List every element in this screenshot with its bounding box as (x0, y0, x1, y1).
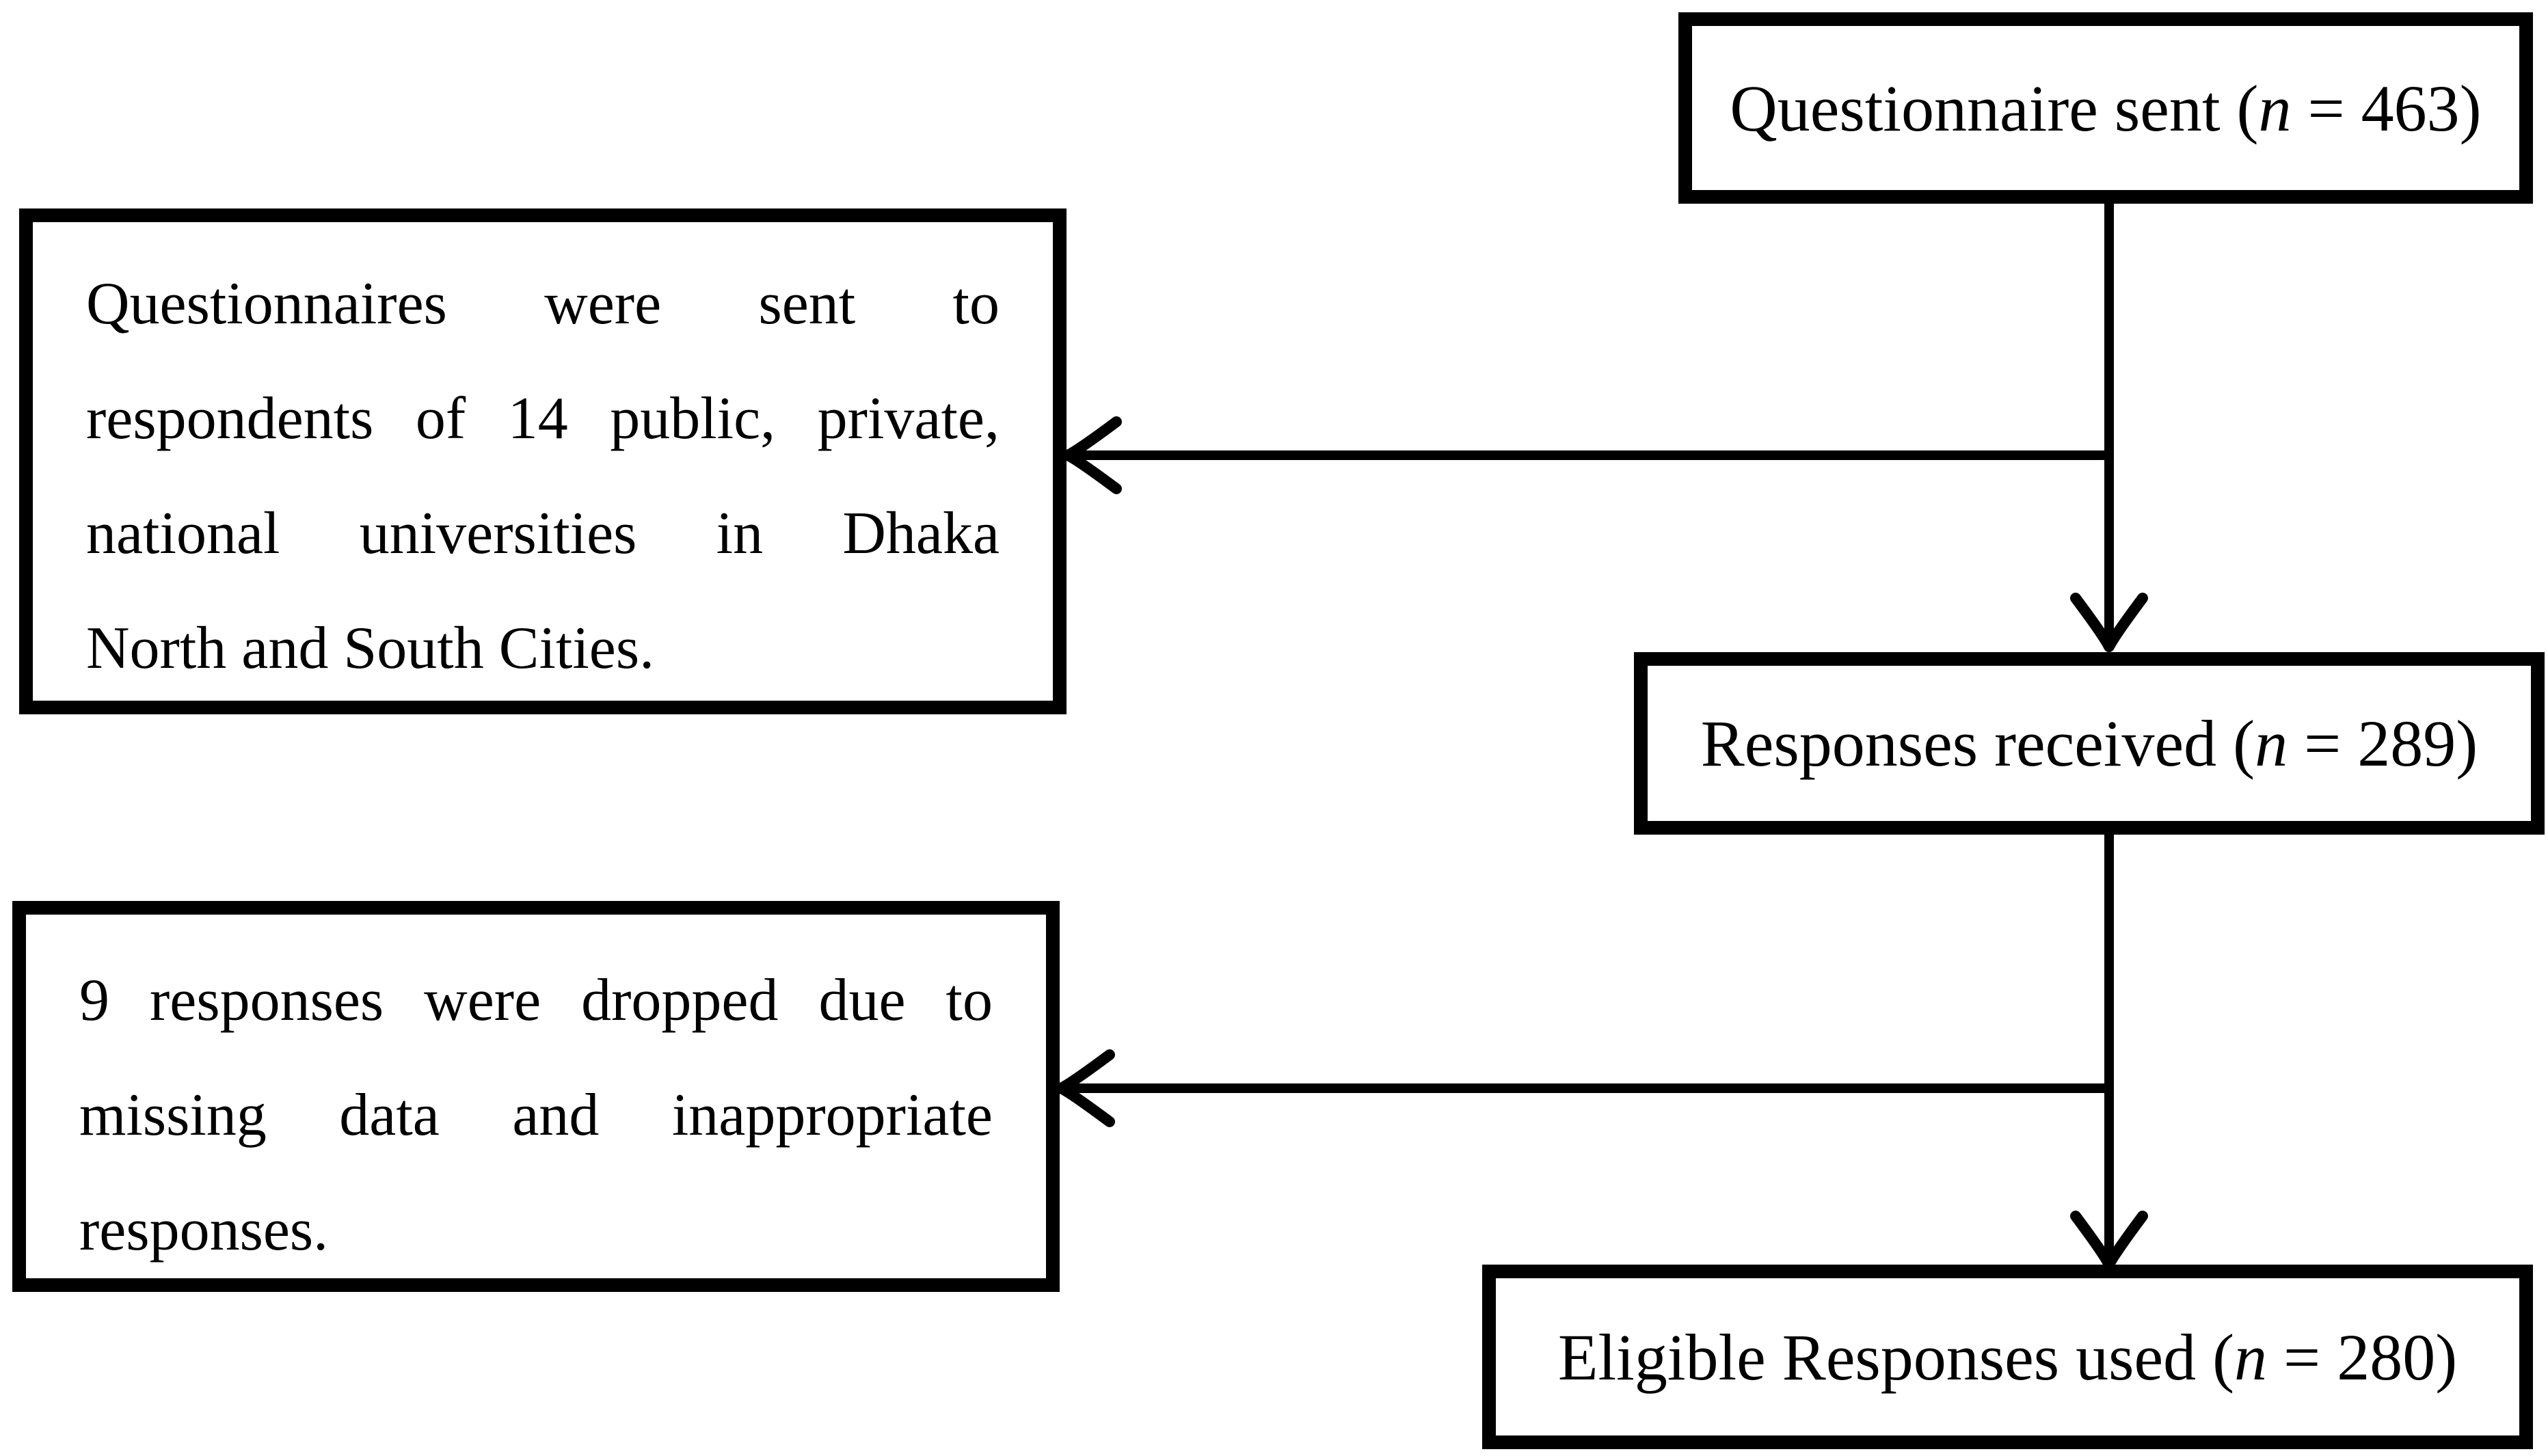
eligible-responses-label: Eligible Responses used (n = 280) (1557, 1320, 2458, 1394)
arrowhead-left-icon (1062, 416, 1122, 494)
arrowhead-left-icon (1056, 1049, 1115, 1127)
responses-received-label: Responses received (n = 289) (1700, 707, 2478, 780)
note-line: missing data and inappropriate (79, 1082, 993, 1148)
note-line: responses. (79, 1197, 329, 1263)
n-symbol: n (2234, 1320, 2268, 1394)
sent-note-box: Questionnaires were sent to respondents … (19, 208, 1067, 714)
note-line: Questionnaires were sent to (86, 271, 1000, 337)
note-line: North and South Cities. (86, 615, 655, 682)
n-symbol: n (2255, 707, 2288, 780)
responses-received-box: Responses received (n = 289) (1634, 652, 2545, 835)
arrowhead-down-icon (2070, 593, 2148, 652)
arrowhead-down-icon (2070, 1211, 2148, 1270)
dropped-note-text: 9 responses were dropped due to missing … (26, 915, 1046, 1288)
note-line: 9 responses were dropped due to (79, 967, 993, 1034)
note-line: national universities in Dhaka (86, 500, 1000, 567)
questionnaire-sent-label: Questionnaire sent (n = 463) (1730, 71, 2482, 145)
eligible-responses-box: Eligible Responses used (n = 280) (1482, 1265, 2533, 1449)
questionnaire-sent-box: Questionnaire sent (n = 463) (1678, 12, 2533, 204)
note-line: respondents of 14 public, private, (86, 386, 1000, 452)
dropped-note-box: 9 responses were dropped due to missing … (12, 901, 1060, 1292)
sent-note-text: Questionnaires were sent to respondents … (33, 222, 1053, 706)
n-symbol: n (2258, 71, 2292, 145)
